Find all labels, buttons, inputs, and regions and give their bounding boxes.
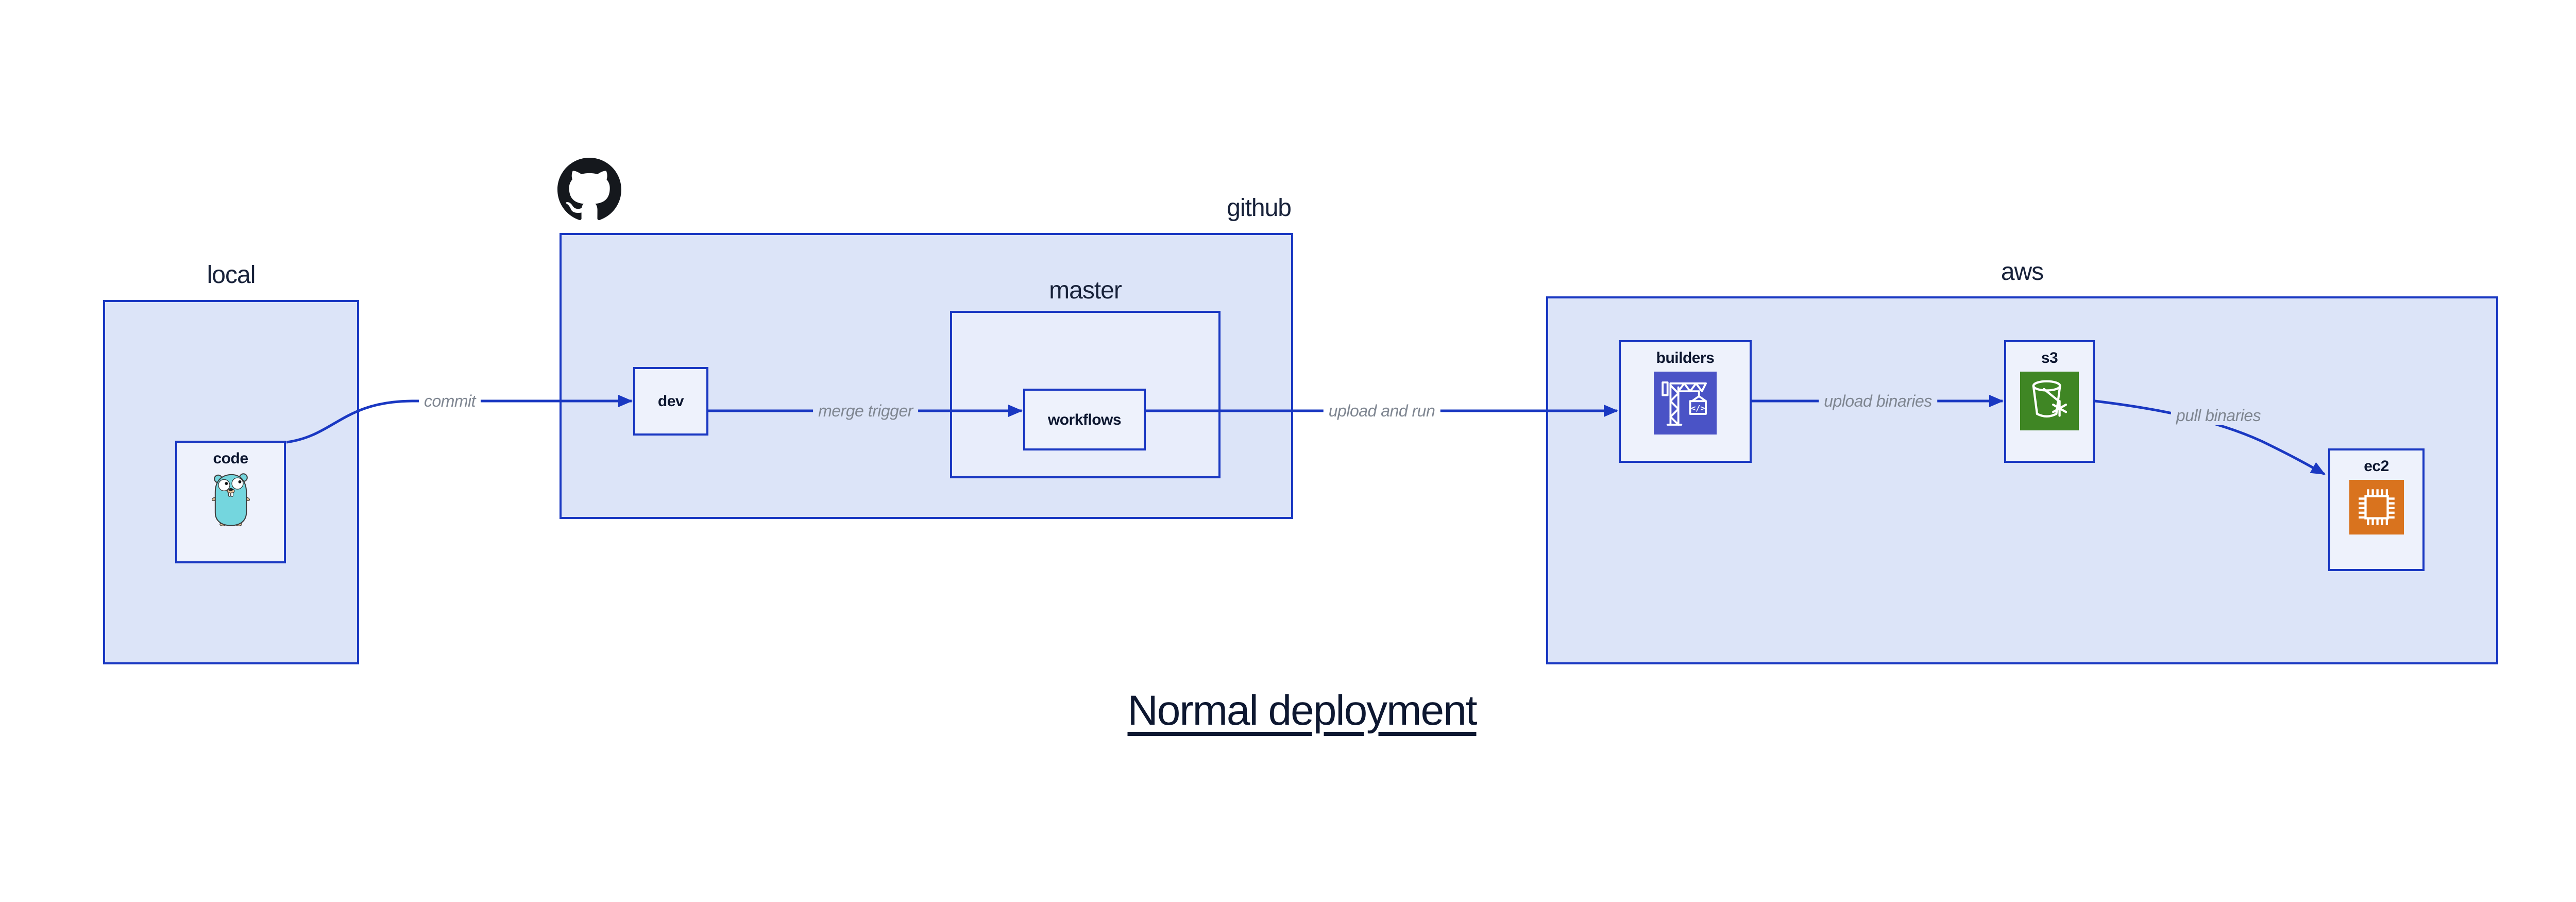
node-ec2: ec2 — [2328, 448, 2425, 571]
aws-ec2-icon — [2349, 480, 2404, 534]
container-aws-label: aws — [2001, 258, 2044, 286]
node-workflows-label: workflows — [1047, 411, 1122, 428]
node-s3-label: s3 — [2041, 349, 2058, 366]
node-code: code — [175, 441, 286, 563]
node-dev-label: dev — [657, 393, 684, 410]
edge-label-pull-binaries: pull binaries — [2171, 405, 2266, 426]
container-github-label: github — [1227, 194, 1292, 222]
octocat-icon — [557, 158, 621, 220]
node-builders-label: builders — [1656, 349, 1715, 366]
aws-s3-glacier-icon — [2020, 372, 2079, 430]
node-code-label: code — [213, 450, 248, 467]
node-ec2-label: ec2 — [2364, 458, 2389, 475]
edge-label-commit: commit — [418, 391, 481, 411]
diagram-title: Normal deployment — [1127, 687, 1478, 734]
go-gopher-icon — [211, 473, 250, 526]
codebuild-code-glyph: </> — [1691, 404, 1705, 413]
edge-label-merge-trigger: merge trigger — [813, 400, 918, 421]
node-builders: builders </> — [1619, 340, 1752, 463]
edge-label-upload-and-run: upload and run — [1323, 400, 1440, 421]
node-dev: dev — [633, 367, 708, 436]
edge-label-upload-binaries: upload binaries — [1819, 391, 1937, 411]
node-s3: s3 — [2004, 340, 2095, 463]
container-local-label: local — [207, 261, 256, 289]
aws-codebuild-icon: </> — [1654, 372, 1717, 435]
node-workflows: workflows — [1023, 389, 1146, 450]
container-master-label: master — [1049, 277, 1122, 304]
